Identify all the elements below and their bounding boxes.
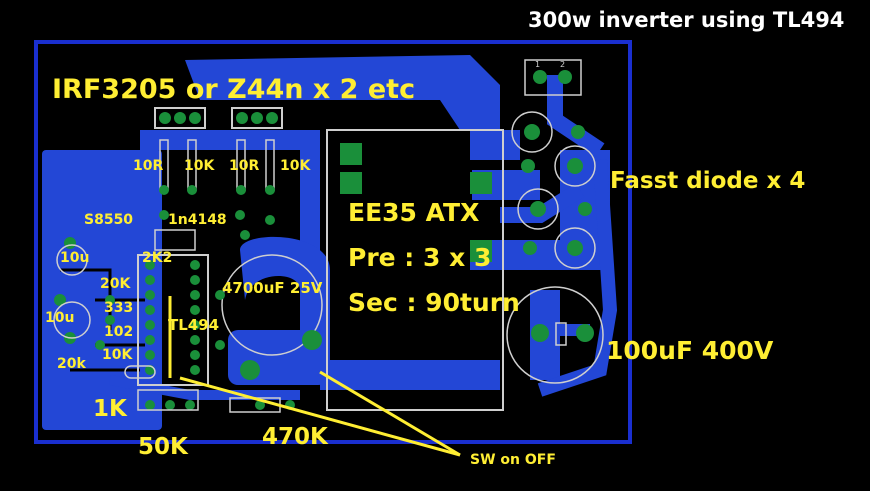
connector-pin-1: 1 bbox=[535, 60, 540, 69]
transformer-pads bbox=[340, 143, 492, 262]
label-tl494: TL494 bbox=[168, 316, 220, 334]
label-470k: 470K bbox=[262, 424, 328, 450]
label-1n4148: 1n4148 bbox=[168, 212, 227, 228]
annotation-lines bbox=[168, 296, 461, 457]
label-10u-b: 10u bbox=[45, 310, 75, 326]
label-transformer: EE35 ATX bbox=[348, 198, 480, 227]
label-primary: Pre : 3 x 3 bbox=[348, 243, 492, 272]
label-s8550: S8550 bbox=[84, 212, 134, 228]
label-2k2: 2K2 bbox=[142, 250, 173, 266]
capacitor-4700uf bbox=[221, 254, 323, 380]
label-10k-c: 10K bbox=[102, 347, 133, 363]
ic-tl494 bbox=[137, 254, 209, 386]
transistor-s8550 bbox=[154, 229, 196, 251]
label-switch: SW on OFF bbox=[470, 452, 556, 468]
label-diode: Fasst diode x 4 bbox=[610, 168, 806, 194]
capacitor-100uf bbox=[506, 286, 604, 384]
mosfet-q1 bbox=[154, 107, 206, 129]
label-mosfet: IRF3205 or Z44n x 2 etc bbox=[52, 74, 416, 105]
output-connector: 1 2 bbox=[524, 59, 582, 96]
mosfet-q2 bbox=[231, 107, 283, 129]
label-100uf: 100uF 400V bbox=[606, 336, 774, 365]
label-10k-b: 10K bbox=[280, 158, 311, 174]
transformer-outline bbox=[326, 129, 504, 411]
board-outline bbox=[34, 40, 632, 444]
label-50k: 50K bbox=[138, 434, 188, 460]
bridge-diodes bbox=[511, 111, 596, 269]
left-components bbox=[54, 237, 295, 410]
label-4700uf: 4700uF 25V bbox=[222, 279, 323, 297]
gate-resistors bbox=[159, 139, 275, 240]
label-333: 333 bbox=[104, 300, 134, 316]
label-10r-a: 10R bbox=[133, 158, 164, 174]
diagram-title: 300w inverter using TL494 bbox=[528, 8, 845, 32]
label-10r-b: 10R bbox=[229, 158, 260, 174]
label-20k: 20K bbox=[100, 276, 131, 292]
connector-pin-2: 2 bbox=[560, 60, 565, 69]
label-102: 102 bbox=[104, 324, 134, 340]
label-20k-b: 20k bbox=[57, 356, 86, 372]
label-secondary: Sec : 90turn bbox=[348, 288, 520, 317]
label-1k: 1K bbox=[93, 396, 127, 422]
label-10u-a: 10u bbox=[60, 250, 90, 266]
label-10k-a: 10K bbox=[184, 158, 215, 174]
